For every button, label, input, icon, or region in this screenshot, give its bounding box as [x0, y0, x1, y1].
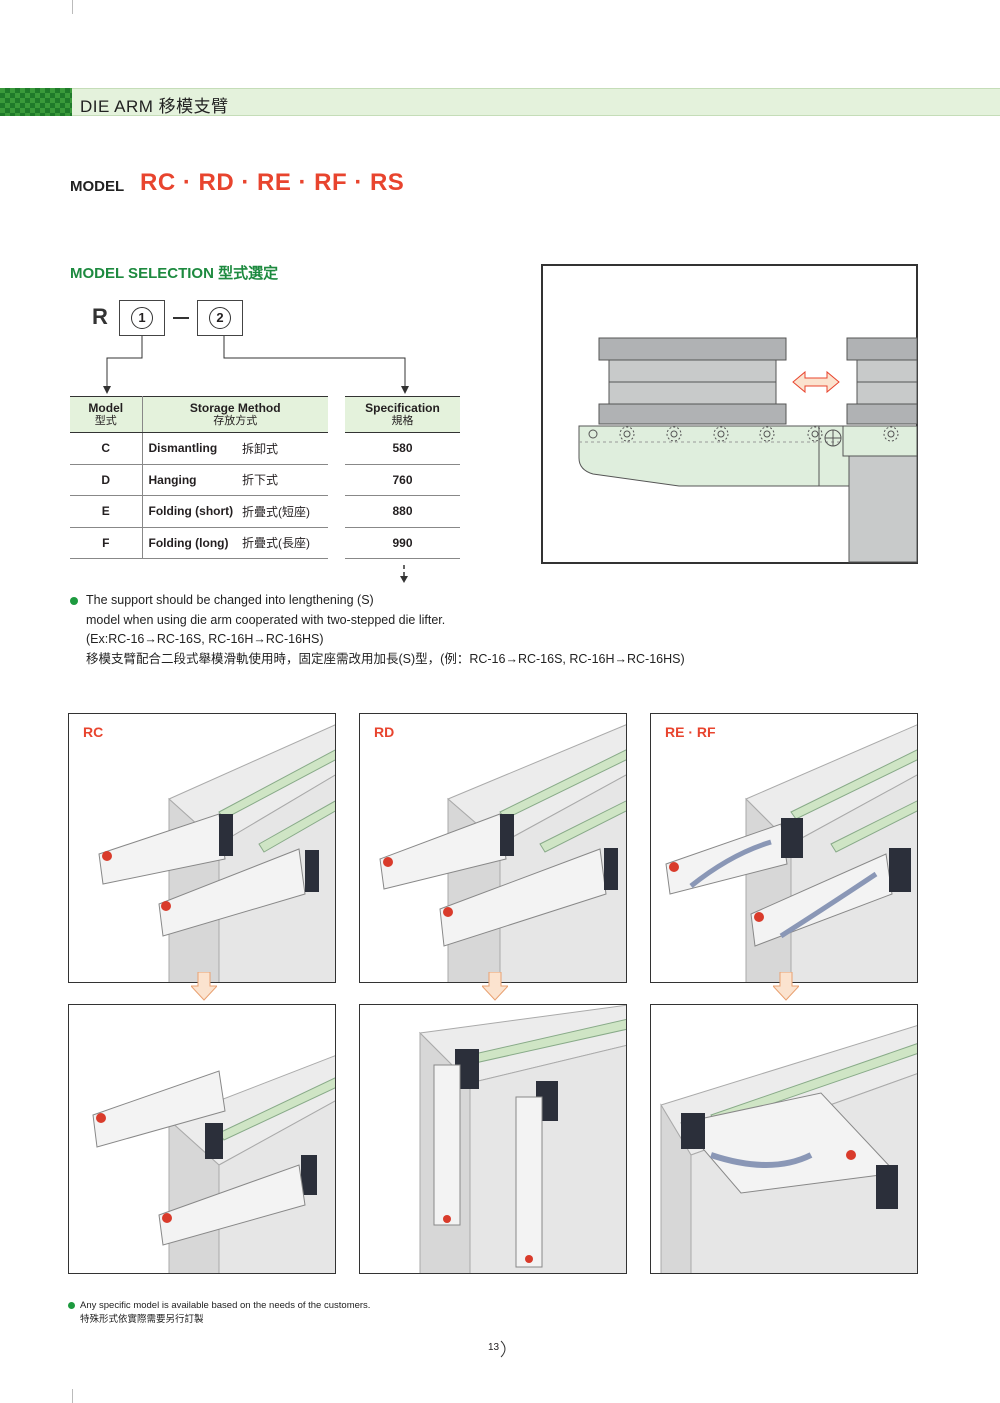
table-header-model: Model 型式: [70, 396, 143, 433]
row-storage-en: Folding (long): [142, 527, 242, 559]
note2-line: 特殊形式依實際需要另行訂製: [80, 1314, 204, 1325]
row-code: D: [70, 464, 143, 496]
down-arrow-icon: [773, 972, 799, 1001]
header-storage-zh: 存放方式: [213, 414, 258, 427]
table-row: D Hanging 折下式: [70, 464, 328, 496]
code-box-1: 1: [119, 300, 165, 336]
bullet-dot: [70, 597, 78, 605]
model-selection-title: MODEL SELECTION 型式選定: [70, 265, 279, 282]
table-header-spec: Specification 規格: [345, 396, 460, 433]
spec-value: 990: [345, 527, 460, 559]
specification-table: Specification 規格 580 760 880 990: [345, 396, 460, 559]
table-row: 990: [345, 527, 460, 559]
spec-value: 880: [345, 495, 460, 528]
storage-method-table: Model 型式 Storage Method 存放方式 C Dismantli…: [70, 396, 328, 559]
header-model-zh: 型式: [94, 414, 117, 427]
code-circle-2: 2: [209, 307, 231, 329]
note-line: The support should be changed into lengt…: [86, 593, 374, 607]
header-spec-zh: 規格: [391, 414, 414, 427]
panel-rc-top: RC: [68, 713, 336, 983]
die-arm-side-diagram: [541, 264, 918, 564]
row-storage-zh: 折疊式(長座): [242, 527, 328, 559]
row-storage-en: Folding (short): [142, 495, 242, 528]
header-storage-en: Storage Method: [189, 400, 281, 415]
row-storage-en: Hanging: [142, 464, 242, 496]
row-code: C: [70, 432, 143, 465]
panel-label-rerf: RE · RF: [665, 724, 716, 740]
selection-connector-lines: [103, 336, 409, 394]
header-checker-pattern: [0, 88, 72, 116]
down-arrow-icon: [482, 972, 508, 1001]
panel-rd-top: RD: [359, 713, 627, 983]
spec-value: 580: [345, 432, 460, 465]
spec-continue-arrow: [400, 565, 408, 583]
page-number-bracket: [500, 1340, 506, 1358]
header-band: [72, 88, 1000, 116]
model-label: MODEL: [70, 178, 125, 195]
code-box-2: 2: [197, 300, 243, 336]
header-model-en: Model: [88, 400, 124, 415]
code-dash: [173, 317, 189, 319]
rd-installed-illustration: [379, 724, 626, 982]
row-code: F: [70, 527, 143, 559]
row-storage-zh: 折下式: [242, 464, 328, 496]
table-row: E Folding (short) 折疊式(短座): [70, 495, 328, 528]
header-title: DIE ARM 移模支臂: [80, 97, 229, 116]
row-storage-zh: 拆卸式: [242, 432, 328, 465]
table-header-storage: Storage Method 存放方式: [142, 396, 328, 433]
page-number: 13: [488, 1342, 500, 1353]
panel-rerf-bottom: [650, 1004, 918, 1274]
panel-label-rc: RC: [83, 724, 104, 740]
table-row: 760: [345, 464, 460, 496]
bullet-dot: [68, 1302, 75, 1309]
rc-installed-illustration: [98, 724, 335, 982]
rc-dismantled-illustration: [92, 1055, 335, 1273]
row-storage-en: Dismantling: [142, 432, 242, 465]
spec-value: 760: [345, 464, 460, 496]
note-line: 移模支臂配合二段式舉模滑軌使用時，固定座需改用加長(S)型，(例：RC-16→R…: [86, 652, 685, 666]
table-row: 580: [345, 432, 460, 465]
table-row: 880: [345, 495, 460, 528]
code-prefix: R: [92, 304, 108, 329]
row-code: E: [70, 495, 143, 528]
panel-rd-bottom: [359, 1004, 627, 1274]
rerf-folded-illustration: [660, 1025, 917, 1273]
header-spec-en: Specification: [365, 400, 440, 415]
rerf-installed-illustration: [665, 724, 917, 982]
row-storage-zh: 折疊式(短座): [242, 495, 328, 528]
note-line: model when using die arm cooperated with…: [86, 613, 446, 627]
code-circle-1: 1: [131, 307, 153, 329]
crop-mark: [72, 0, 73, 14]
table-row: C Dismantling 拆卸式: [70, 432, 328, 465]
panel-rc-bottom: [68, 1004, 336, 1274]
rd-hanging-illustration: [418, 1005, 626, 1273]
crop-mark: [72, 1389, 73, 1403]
note-line: (Ex:RC-16→RC-16S, RC-16H→RC-16HS): [86, 632, 324, 646]
note2-line: Any specific model is available based on…: [80, 1300, 371, 1311]
table-row: F Folding (long) 折疊式(長座): [70, 527, 328, 559]
panel-label-rd: RD: [374, 724, 395, 740]
panel-rerf-top: RE · RF: [650, 713, 918, 983]
down-arrow-icon: [191, 972, 217, 1001]
model-value: RC · RD · RE · RF · RS: [140, 169, 405, 196]
